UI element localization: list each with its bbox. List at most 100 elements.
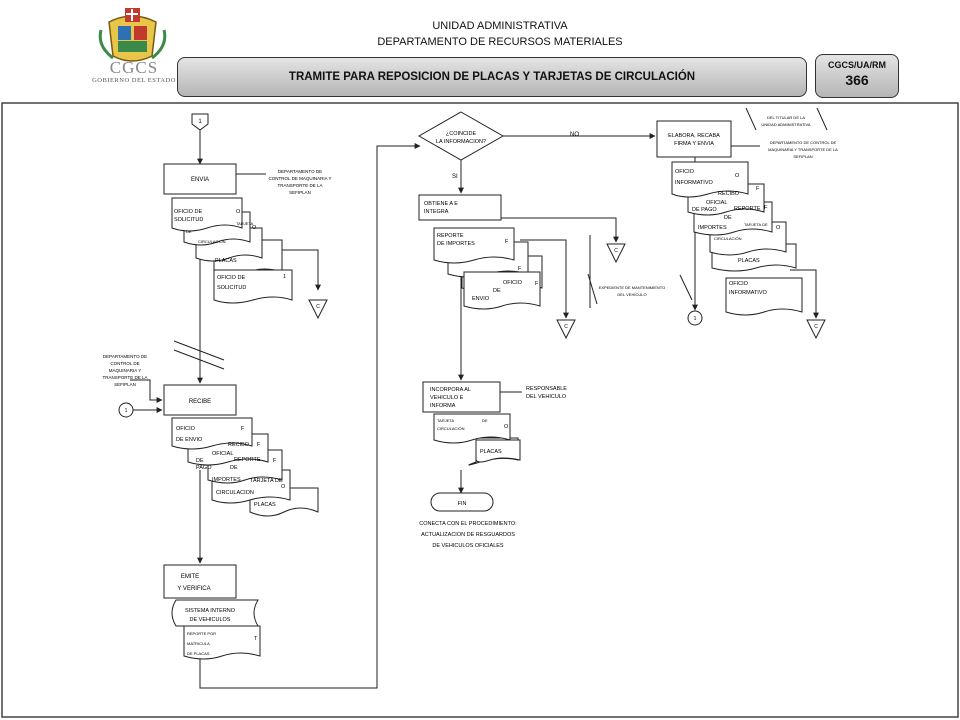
doc-mark: 1	[283, 274, 286, 280]
no-branch-label: NO	[570, 132, 579, 138]
doc-stack-incorpora	[433, 413, 521, 466]
process-envia: ENVIA	[163, 163, 237, 195]
doc-mark: F	[535, 281, 539, 287]
doc-label: TARJETA	[437, 418, 455, 423]
note-line: SEFIPLAN	[114, 382, 136, 387]
doc-mark: O	[236, 209, 241, 215]
note-line: TRANSPORTE DE LA	[103, 375, 148, 380]
doc-mark: F	[241, 426, 245, 432]
doc-label: PLACAS	[738, 258, 760, 264]
archive-label: C	[316, 304, 320, 310]
procedure-code-number: 366	[845, 72, 869, 88]
archive-label: C	[564, 324, 568, 330]
doc-label: REPORTE	[734, 206, 761, 212]
doc-label: REPORTE	[437, 233, 464, 239]
doc-label: DE	[230, 465, 238, 471]
doc-label: DE PLACAS	[187, 651, 210, 656]
note-depto-recibe: DEPARTAMENTO DE CONTROL DE MAQUINARIA Y …	[103, 354, 148, 387]
archive-c-col2b: C	[556, 319, 576, 340]
decision-label: ¿COINCIDE	[446, 131, 477, 137]
note-line: ACTUALIZACION DE RESGUARDOS	[421, 532, 515, 538]
doc-label: OFICIAL	[212, 451, 233, 457]
doc-label: INFORMATIVO	[675, 180, 714, 186]
doc-label: RECIBO	[718, 191, 740, 197]
doc-mark: O	[776, 225, 781, 231]
note-line: MAQUINARIA Y TRANSPORTE DE LA	[768, 147, 838, 152]
note-responsable: RESPONSABLE DEL VEHICULO	[526, 386, 567, 400]
doc-label: IMPORTES	[212, 477, 241, 483]
doc-mark: O	[281, 484, 286, 490]
doc-stack-obtiene	[433, 227, 543, 310]
sistema-label: SISTEMA INTERNO	[185, 608, 236, 614]
doc-label: CIRCULACION	[216, 490, 254, 496]
connector-page-1-top: 1	[191, 113, 209, 131]
note-line: DEPARTAMENTO DE	[278, 169, 322, 174]
note-line: EXPEDIENTE DE MANTENIMIENTO	[599, 285, 666, 290]
note-line: CONTROL DE	[110, 361, 139, 366]
process-emite: EMITE Y VERIFICA	[163, 564, 237, 599]
procedure-code-box: CGCS/UA/RM 366	[815, 54, 899, 98]
doc-label: OFICIO	[503, 280, 523, 286]
doc-mark: T	[254, 636, 258, 642]
process-label: OBTIENE A E	[424, 201, 458, 207]
doc-label: OFICIO	[675, 169, 695, 175]
archive-label: C	[814, 324, 818, 330]
connector-page-1-col3: 1	[687, 310, 703, 326]
procedure-code-label: CGCS/UA/RM	[828, 60, 886, 70]
doc-label: CIRCULACIÓN	[714, 236, 742, 241]
process-label: ENVIA	[191, 177, 209, 183]
unit-heading: UNIDAD ADMINISTRATIVA	[432, 20, 568, 32]
doc-mark: O	[504, 424, 509, 430]
note-line: CONTROL DE MAQUINARIA Y	[268, 176, 331, 181]
doc-label: CIRCULACIÓN	[437, 426, 465, 431]
archive-c-col3: C	[806, 319, 826, 340]
doc-label: IMPORTES	[698, 225, 727, 231]
doc-mark: F	[273, 458, 277, 464]
si-branch-label: SI	[452, 174, 458, 180]
logo-subtext: GOBIERNO DEL ESTADO	[92, 77, 176, 84]
doc-label: PAGO	[196, 465, 212, 471]
process-label: FIRMA Y ENVIA	[674, 141, 714, 147]
doc-label: DE IMPORTES	[437, 241, 475, 247]
note-line: MAQUINARIA Y	[109, 368, 141, 373]
doc-label: REPORTE POR	[187, 631, 216, 636]
process-label: INFORMA	[430, 403, 456, 409]
process-obtiene: OBTIENE A E INTEGRA	[418, 194, 502, 221]
note-conecta: CONECTA CON EL PROCEDIMIENTO: ACTUALIZAC…	[419, 521, 517, 549]
note-line: DE VEHICULOS OFICIALES	[432, 543, 504, 549]
process-label: EMITE	[181, 574, 199, 580]
doc-label: TARJETA DE	[250, 478, 283, 484]
doc-label: PLACAS	[254, 502, 276, 508]
doc-label: INFORMATIVO	[729, 290, 768, 296]
note-line: UNIDAD ADMINISTRATIVA	[761, 122, 811, 127]
doc-label: CIRCULACIÓN	[198, 239, 226, 244]
doc-label: SOLICITUD	[174, 217, 203, 223]
doc-mark: O	[252, 225, 257, 231]
archive-c-col1: C	[308, 299, 328, 320]
doc-label: MATRICULA	[187, 641, 210, 646]
doc-label: TARJETA DE	[744, 222, 768, 227]
sistema-label: DE VEHICULOS	[190, 617, 231, 623]
note-line: DEL VEHICULO	[526, 394, 567, 400]
doc-label: OFICIO	[729, 281, 749, 287]
doc-label: OFICIO DE	[174, 209, 202, 215]
procedure-title-bar: TRAMITE PARA REPOSICION DE PLACAS Y TARJ…	[177, 57, 807, 97]
doc-label: PLACAS	[215, 258, 237, 264]
note-envia-depto: DEPARTAMENTO DE CONTROL DE MAQUINARIA Y …	[268, 169, 331, 195]
doc-label: DE PAGO	[692, 207, 717, 213]
process-recibe: RECIBE	[163, 384, 237, 416]
process-label: Y VERIFICA	[177, 586, 210, 592]
doc-label: DE	[482, 418, 488, 423]
connector-label: 1	[694, 316, 697, 322]
doc-label: OFICIO DE	[217, 275, 245, 281]
connector-page-1-left: 1	[118, 402, 134, 418]
doc-mark: O	[735, 173, 740, 179]
doc-label: OFICIAL	[706, 200, 727, 206]
decision-label: LA INFORMACION?	[436, 139, 486, 145]
process-label: INTEGRA	[424, 209, 449, 215]
connector-label: 1	[125, 408, 128, 414]
process-label: ELABORA, RECABA	[668, 133, 720, 139]
note-line: DEPARTAMENTO DE CONTROL DE	[770, 140, 837, 145]
doc-label: REPORTE	[234, 457, 261, 463]
